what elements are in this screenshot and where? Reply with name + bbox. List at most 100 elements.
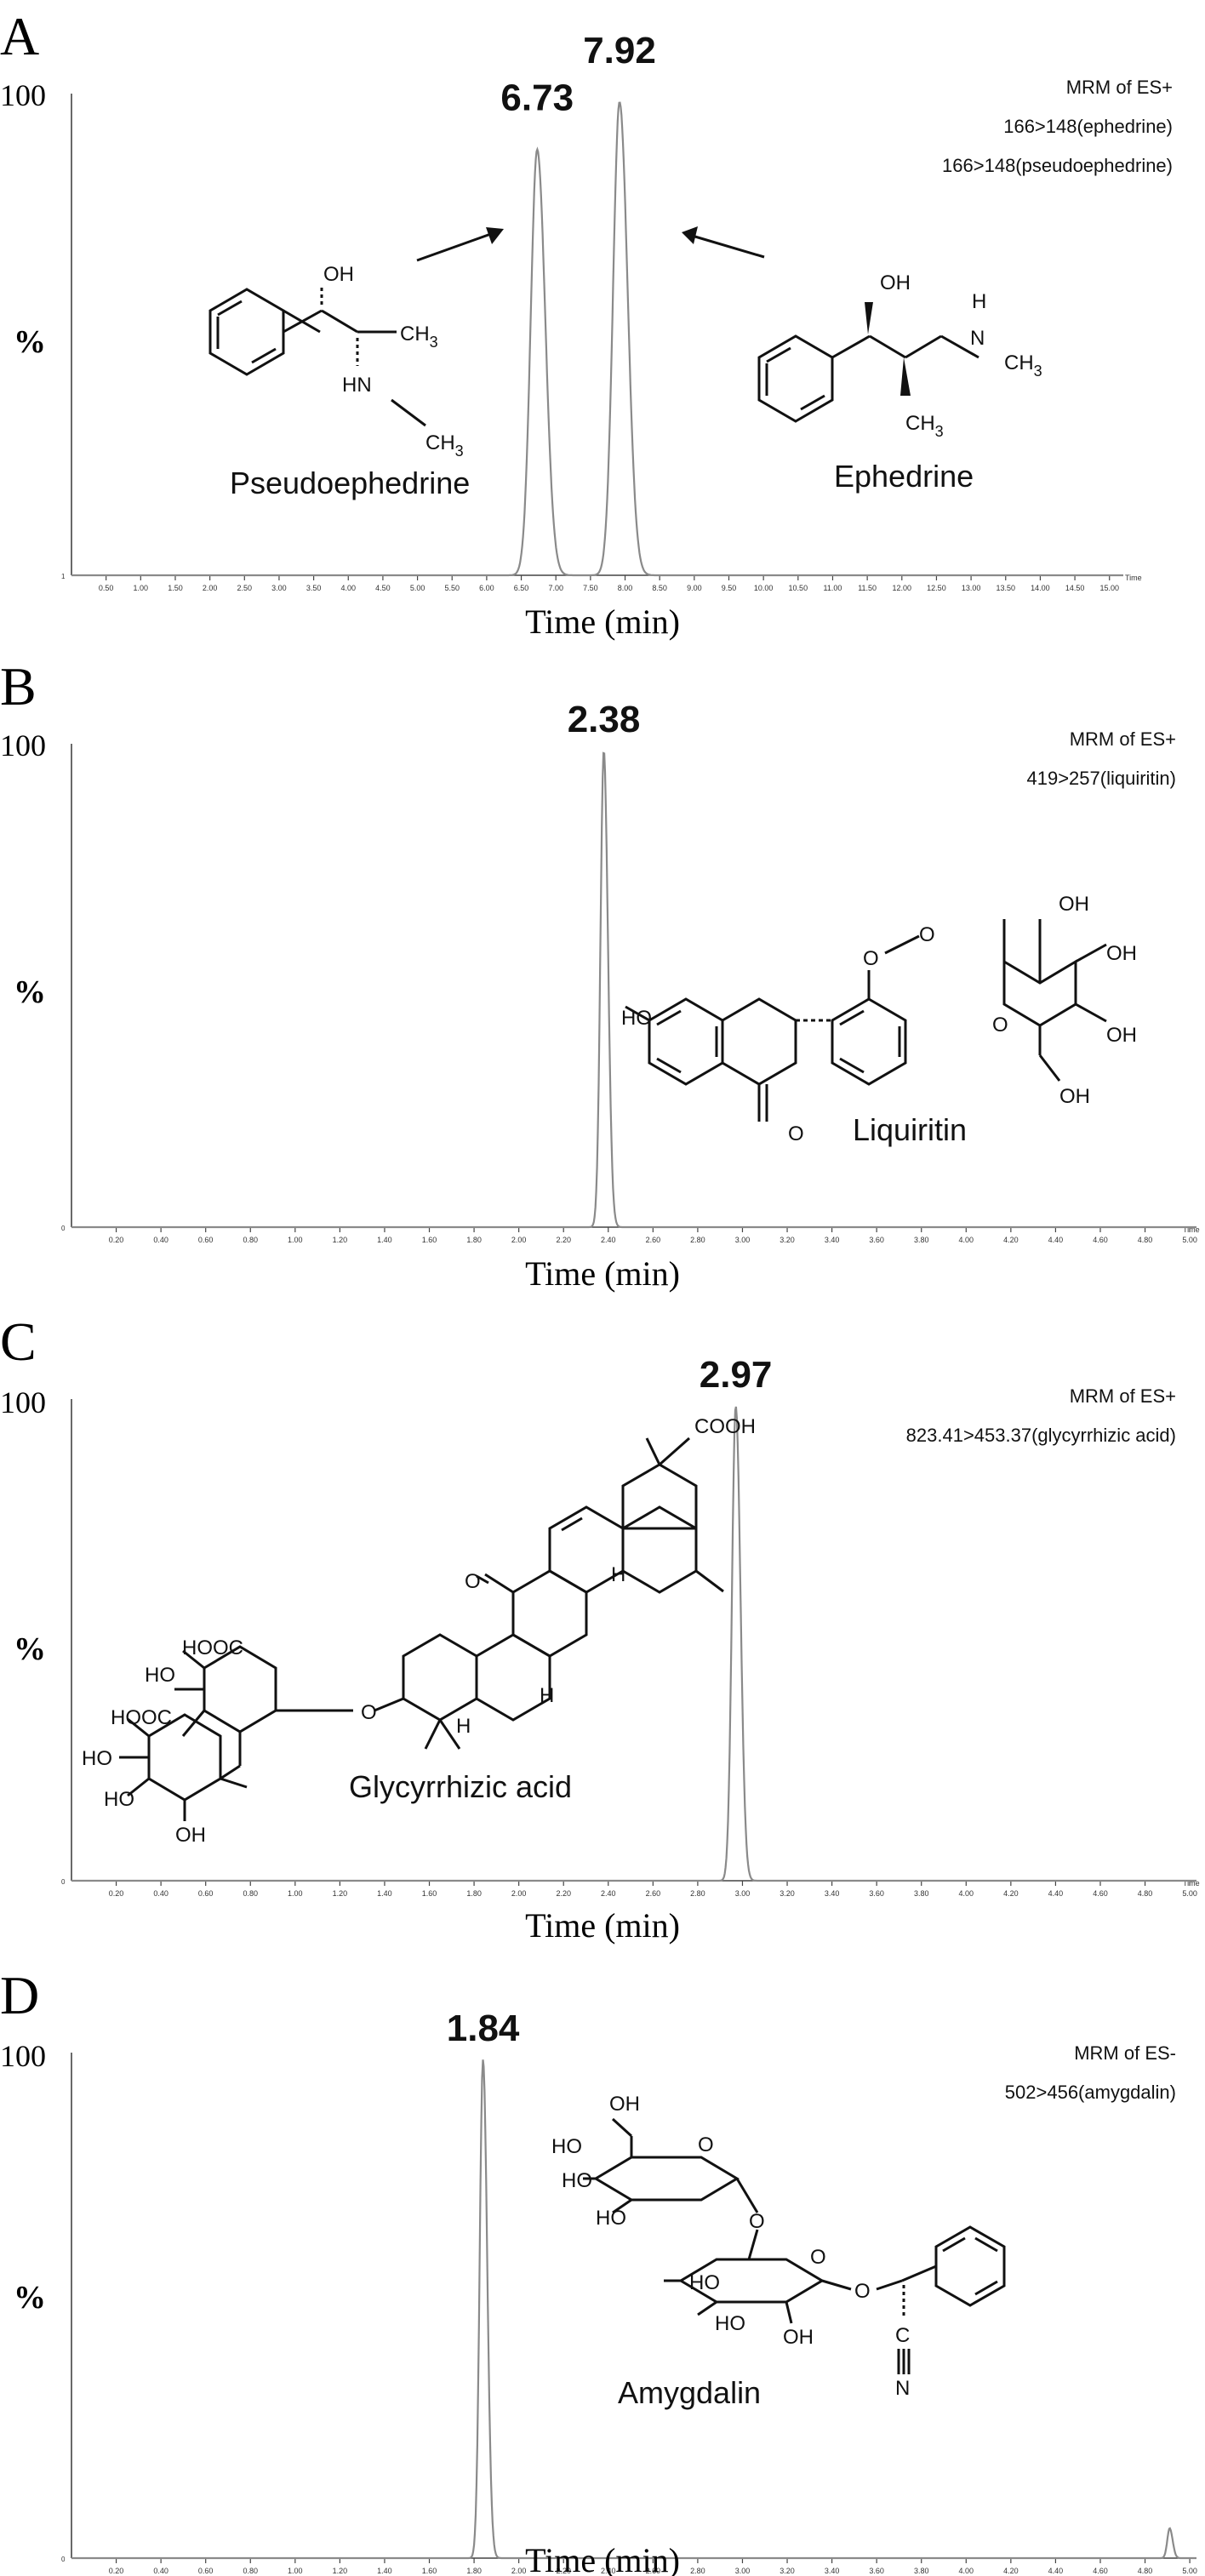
x-tick-label-b-0: 0.20: [109, 1236, 124, 1244]
x-axis-title-c: Time (min): [525, 1906, 680, 1945]
peak-label-d-0: 1.84: [447, 2008, 520, 2049]
x-tick-label-a-24: 12.50: [927, 584, 946, 592]
x-tick-label-b-10: 2.20: [556, 1236, 571, 1244]
x-tick-label-b-15: 3.20: [780, 1236, 795, 1244]
x-tick-label-d-19: 4.00: [959, 2567, 974, 2575]
time-word-a: Time: [1125, 574, 1142, 582]
x-tick-label-a-6: 3.50: [306, 584, 322, 592]
x-tick-label-c-17: 3.60: [869, 1889, 884, 1898]
peak-label-a-0: 6.73: [500, 77, 574, 119]
amyg-c: C: [895, 2324, 910, 2347]
liq-oh-3: OH: [1106, 1024, 1137, 1047]
x-tick-label-c-16: 3.40: [825, 1889, 840, 1898]
x-tick-label-d-1: 0.40: [153, 2567, 168, 2575]
x-tick-label-d-3: 0.80: [243, 2567, 258, 2575]
pseudo-hn: HN: [342, 374, 372, 397]
x-tick-label-d-21: 4.40: [1048, 2567, 1064, 2575]
liq-ho: HO: [621, 1007, 652, 1030]
liq-ring-o: O: [992, 1014, 1008, 1037]
peak-label-c-0: 2.97: [700, 1354, 773, 1396]
x-tick-label-a-22: 11.50: [858, 584, 877, 592]
pseudoephedrine-structure: [208, 286, 426, 427]
y-axis-label-c: %: [14, 1631, 46, 1667]
panel-letter-a: A: [0, 6, 39, 66]
x-tick-label-d-8: 1.80: [466, 2567, 482, 2575]
chromatogram-trace-d: [71, 2059, 1196, 2560]
x-tick-label-a-18: 9.50: [722, 584, 737, 592]
liq-glyc-o: O: [919, 923, 935, 946]
x-tick-label-d-22: 4.60: [1093, 2567, 1108, 2575]
x-tick-label-c-19: 4.00: [959, 1889, 974, 1898]
gly-h-1: H: [540, 1684, 554, 1707]
x-tick-label-a-2: 1.50: [168, 584, 183, 592]
amyg-ho-5: HO: [715, 2312, 745, 2335]
gly-ho-2: HO: [82, 1747, 112, 1770]
x-tick-label-c-13: 2.80: [690, 1889, 705, 1898]
x-tick-label-d-10: 2.20: [556, 2567, 571, 2575]
x-tick-label-b-17: 3.60: [869, 1236, 884, 1244]
amyg-oh-1: OH: [609, 2093, 640, 2116]
arrow-to-ephedrine: [682, 226, 765, 259]
x-tick-label-a-12: 6.50: [514, 584, 529, 592]
x-tick-label-a-29: 15.00: [1099, 584, 1119, 592]
compound-name-glycyrrhizic-acid: Glycyrrhizic acid: [349, 1769, 572, 1804]
mrm-transition-a2: 166>148(pseudoephedrine): [942, 155, 1173, 176]
arrow-to-pseudoephedrine: [416, 227, 504, 262]
y-axis-label-a: %: [14, 324, 46, 360]
amyg-ho-1: HO: [551, 2135, 582, 2158]
x-tick-label-b-18: 3.80: [914, 1236, 929, 1244]
x-tick-label-a-5: 3.00: [271, 584, 287, 592]
x-tick-label-b-9: 2.00: [511, 1236, 527, 1244]
gly-ho-3: HO: [104, 1788, 134, 1811]
x-axis-title-b: Time (min): [525, 1254, 680, 1293]
compound-name-liquiritin: Liquiritin: [853, 1112, 967, 1147]
x-tick-label-b-5: 1.20: [333, 1236, 348, 1244]
mrm-header-a: MRM of ES+: [1066, 77, 1173, 98]
ephedrine-oh: OH: [880, 271, 911, 294]
y-axis-max-label-c: 100: [0, 1385, 46, 1419]
liq-oh-4: OH: [1059, 1085, 1090, 1108]
x-tick-label-c-4: 1.00: [288, 1889, 303, 1898]
zero-label-a: 1: [61, 573, 66, 580]
x-tick-label-d-13: 2.80: [690, 2567, 705, 2575]
x-tick-label-a-8: 4.50: [375, 584, 391, 592]
x-tick-label-a-10: 5.50: [444, 584, 460, 592]
glycyrrhizic-acid-structure: [119, 1437, 724, 1821]
x-tick-label-a-21: 11.00: [824, 584, 842, 592]
x-tick-label-a-13: 7.00: [548, 584, 563, 592]
liquiritin-structure: [625, 919, 1107, 1122]
x-tick-label-d-11: 2.40: [601, 2567, 616, 2575]
gly-ketone-o: O: [465, 1570, 481, 1593]
x-tick-label-a-7: 4.00: [340, 584, 356, 592]
gly-ho-1: HO: [145, 1664, 175, 1687]
y-axis-label-d: %: [14, 2280, 46, 2316]
mrm-transition-d1: 502>456(amygdalin): [1005, 2082, 1176, 2103]
x-tick-label-c-20: 4.20: [1003, 1889, 1019, 1898]
x-tick-label-d-6: 1.40: [377, 2567, 392, 2575]
zero-label-d: 0: [61, 2556, 66, 2563]
panel-letter-d: D: [0, 1965, 39, 2025]
mrm-header-b: MRM of ES+: [1070, 728, 1176, 750]
liq-ether-o: O: [863, 947, 879, 970]
x-tick-label-b-8: 1.80: [466, 1236, 482, 1244]
x-tick-label-b-1: 0.40: [153, 1236, 168, 1244]
x-tick-label-b-2: 0.60: [198, 1236, 214, 1244]
peak-labels-b: 2.38: [568, 699, 641, 740]
x-tick-label-a-16: 8.50: [652, 584, 667, 592]
x-tick-label-c-5: 1.20: [333, 1889, 348, 1898]
ephedrine-ch3: CH3: [905, 412, 944, 440]
mrm-transition-b1: 419>257(liquiritin): [1027, 768, 1177, 789]
x-tick-label-c-22: 4.60: [1093, 1889, 1108, 1898]
x-tick-label-d-17: 3.60: [869, 2567, 884, 2575]
x-tick-label-a-1: 1.00: [134, 584, 149, 592]
x-tick-label-d-2: 0.60: [198, 2567, 214, 2575]
x-tick-label-c-3: 0.80: [243, 1889, 258, 1898]
peak-labels-d: 1.84: [447, 2008, 520, 2049]
zero-label-c: 0: [61, 1878, 66, 1886]
x-tick-label-c-2: 0.60: [198, 1889, 214, 1898]
pseudo-ch3: CH3: [400, 323, 438, 351]
gly-oh: OH: [175, 1824, 206, 1847]
